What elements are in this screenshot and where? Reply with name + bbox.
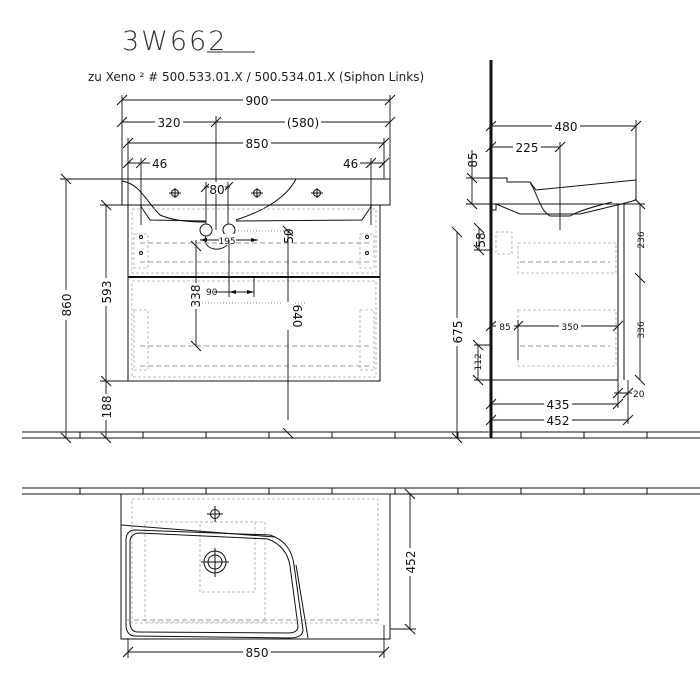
svg-text:452: 452: [404, 551, 418, 574]
dim-860: 860: [59, 173, 122, 444]
svg-text:850: 850: [246, 646, 269, 660]
svg-text:46: 46: [343, 157, 358, 171]
dim-900: 900: [116, 92, 396, 180]
dim-640: 640: [282, 302, 304, 439]
dim-593-188: 593 188: [99, 199, 128, 444]
dim-850: 850: [122, 136, 390, 205]
svg-text:338: 338: [189, 285, 203, 308]
dim-338: 338: [189, 240, 203, 352]
svg-text:(580): (580): [287, 116, 319, 130]
svg-text:85: 85: [499, 323, 510, 333]
svg-text:46: 46: [152, 157, 167, 171]
svg-text:900: 900: [246, 94, 269, 108]
dim-320-580: 320 (580): [116, 114, 396, 230]
svg-text:675: 675: [451, 321, 465, 344]
dim-top-452: 452: [390, 488, 418, 635]
dim-85-350: 85 350: [485, 320, 624, 360]
top-view: [120, 493, 391, 640]
dim-675: 675: [450, 226, 465, 444]
svg-text:112: 112: [474, 353, 484, 370]
svg-text:50: 50: [282, 228, 296, 243]
dim-85: 85: [466, 150, 491, 210]
tap-hole-icon: [311, 188, 323, 198]
svg-text:20: 20: [633, 390, 645, 400]
svg-text:188: 188: [100, 396, 114, 419]
dim-90: 90: [206, 240, 255, 298]
dim-480: 480: [485, 119, 642, 180]
floor-front: [22, 431, 700, 439]
svg-text:850: 850: [246, 137, 269, 151]
subtitle: zu Xeno ² # 500.533.01.X / 500.534.01.X …: [88, 70, 424, 84]
dim-435-452: 435 452 20: [485, 380, 645, 428]
svg-text:225: 225: [516, 141, 539, 155]
svg-text:336: 336: [637, 321, 647, 338]
tap-hole-icon: [207, 506, 223, 522]
svg-text:350: 350: [561, 323, 578, 333]
svg-text:236: 236: [637, 231, 647, 248]
svg-text:860: 860: [60, 294, 74, 317]
floor-top: [22, 487, 700, 495]
svg-text:58: 58: [474, 232, 488, 247]
side-view: [488, 60, 637, 438]
dim-58: 58: [473, 222, 491, 256]
svg-text:480: 480: [555, 120, 578, 134]
svg-text:640: 640: [290, 305, 304, 328]
dim-236-336: 236 336: [628, 198, 647, 386]
svg-text:452: 452: [547, 414, 570, 428]
dim-112: 112: [472, 339, 491, 386]
drain-icon: [201, 548, 229, 577]
svg-text:593: 593: [100, 281, 114, 304]
front-view: [121, 178, 391, 382]
svg-text:90: 90: [206, 288, 218, 298]
tap-hole-icon: [251, 188, 263, 198]
dim-80: 80: [200, 181, 234, 224]
svg-text:85: 85: [466, 152, 480, 167]
svg-text:435: 435: [547, 398, 570, 412]
dim-top-850: 850: [122, 625, 390, 660]
svg-text:80: 80: [209, 183, 224, 197]
dim-225: 225: [485, 140, 566, 230]
svg-text:320: 320: [158, 116, 181, 130]
svg-text:195: 195: [218, 237, 235, 247]
tap-hole-icon: [169, 188, 181, 198]
dim-46: 46 46: [122, 157, 390, 225]
